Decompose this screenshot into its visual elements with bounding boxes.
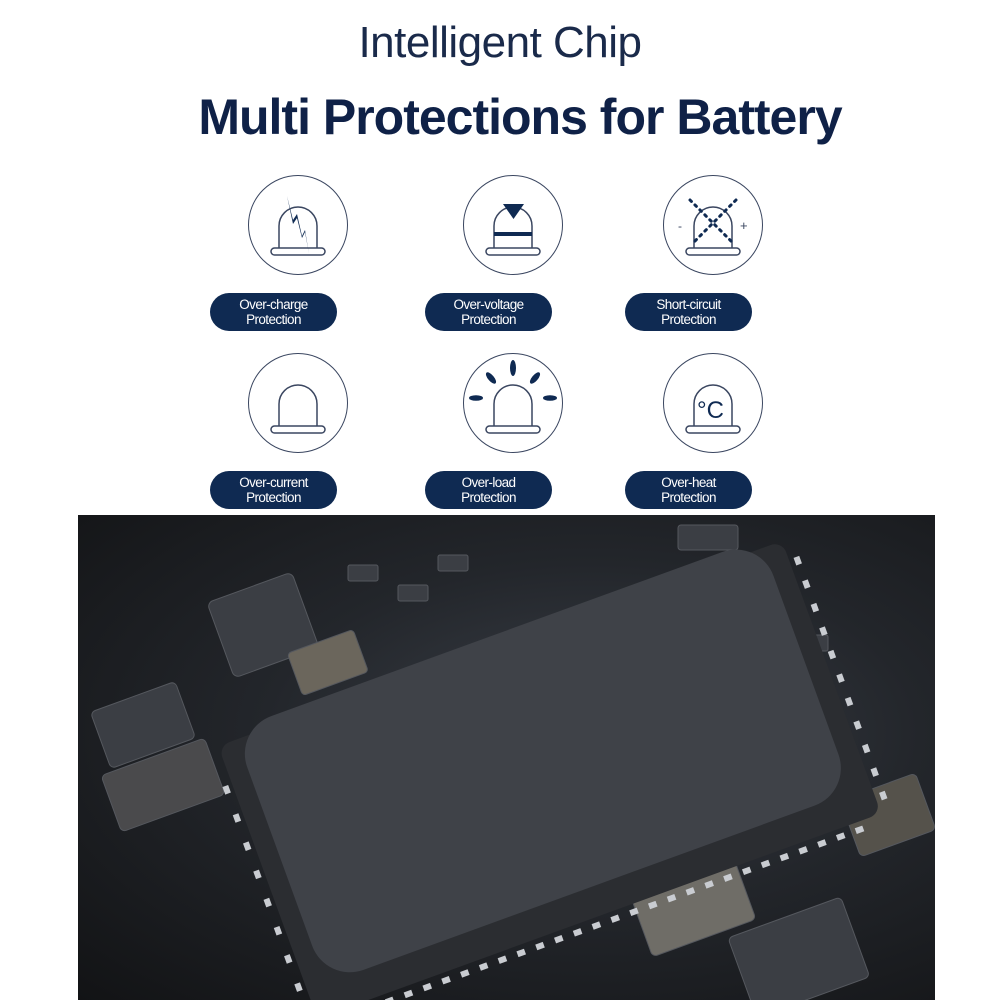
- voltage-dome-icon: [463, 175, 563, 275]
- alarm-dome-icon: [463, 353, 563, 453]
- page-subtitle: Multi Protections for Battery: [198, 89, 842, 145]
- page-title: Intelligent Chip: [358, 18, 642, 67]
- dome-icon: [248, 353, 348, 453]
- chip-body: [221, 544, 888, 1000]
- svg-text:+: +: [740, 218, 748, 233]
- chip-pins: [222, 555, 888, 1000]
- short-circuit-dome-icon: -+: [663, 175, 763, 275]
- svg-text:-: -: [678, 219, 682, 233]
- temperature-dome-icon: °C: [663, 353, 763, 453]
- background-components: [91, 524, 935, 1000]
- svg-text:°C: °C: [697, 397, 724, 424]
- lightning-dome-icon: [248, 175, 348, 275]
- chip-photo: [78, 515, 935, 1000]
